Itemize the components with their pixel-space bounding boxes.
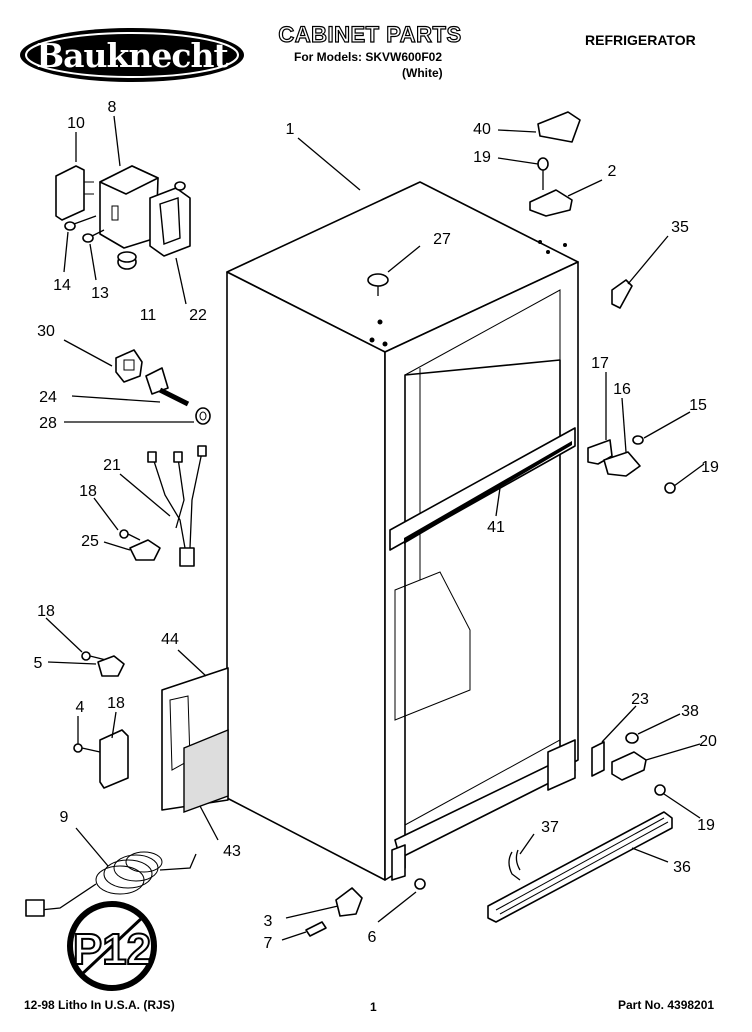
part-screw-bottom [414,878,426,890]
part-bulb-guard [149,187,191,257]
callout: 44 [161,631,179,648]
part-plug-top [367,273,389,296]
callout: 3 [264,913,273,930]
part-grille-clip [508,849,521,881]
callout: 5 [34,655,43,672]
callout: 23 [631,691,649,708]
part-insulation-pad [183,728,229,813]
callout: 7 [264,935,273,952]
callout: 37 [541,819,559,836]
footer-part-number: Part No. 4398201 [618,998,715,1012]
cabinet-body [226,181,579,881]
callout: 41 [487,519,505,536]
callout: 4 [76,699,85,716]
callout: 9 [60,809,69,826]
part-thermostat-knob [115,349,211,425]
part-screw-top [537,157,549,190]
callout: 10 [67,115,85,132]
callout: 15 [689,397,707,414]
callout: 35 [671,219,689,236]
color-line: (White) [402,66,443,80]
callout: 40 [473,121,491,138]
callout: 17 [591,355,609,372]
leader-lines [45,115,705,941]
callout: 38 [681,703,699,720]
callout: 6 [368,929,377,946]
callout: 43 [223,843,241,860]
callout: 8 [108,99,117,116]
callout: 30 [37,323,55,340]
part-switch [55,165,94,221]
bauknecht-logo: Bauknecht [18,26,246,84]
part-bottom-hinge [611,751,647,781]
callout: 19 [701,459,719,476]
callout: 24 [39,389,57,406]
part-hinge-lower-pin [305,887,363,937]
callout: 25 [81,533,99,550]
callout: 18 [79,483,97,500]
brand-name: Bauknecht [36,35,228,75]
callout: 36 [673,859,691,876]
callout: 2 [608,163,617,180]
p12-badge: P12 [67,901,157,991]
part-shim [611,279,633,309]
callout: 22 [189,307,207,324]
badge-text: P12 [73,925,151,974]
appliance-type: REFRIGERATOR [585,32,696,48]
part-top-hinge [529,189,573,217]
part-washer [625,732,639,744]
callout-numbers: 10 8 14 13 11 22 30 24 28 21 18 25 18 5 … [34,99,719,952]
callout: 11 [140,307,157,324]
part-base-grille [487,811,673,923]
callout: 28 [39,415,57,432]
callout: 18 [37,603,55,620]
part-hinge-shim [591,741,605,777]
models-line: For Models: SKVW600F02 [294,50,443,64]
callout: 18 [107,695,125,712]
callout: 16 [613,381,631,398]
part-hinge-cover [537,111,581,143]
part-cover [73,729,129,789]
callout: 21 [103,457,121,474]
footer-litho: 12-98 Litho In U.S.A. (RJS) [24,998,175,1012]
page-title: CABINET PARTS [278,21,462,47]
part-wire-harness [147,445,207,567]
callout: 19 [473,149,491,166]
part-power-cord [25,851,197,917]
callout: 13 [91,285,109,302]
part-clip-lower [81,651,125,677]
callout: 20 [699,733,717,750]
part-clip-upper [119,529,161,561]
callout: 14 [53,277,71,294]
part-screw-lower [654,784,666,796]
part-screws-light [64,181,186,270]
footer-page-number: 1 [370,1000,377,1014]
callout: 27 [433,231,451,248]
part-mid-hinge [587,435,676,494]
callout: 19 [697,817,715,834]
callout: 1 [286,121,295,138]
